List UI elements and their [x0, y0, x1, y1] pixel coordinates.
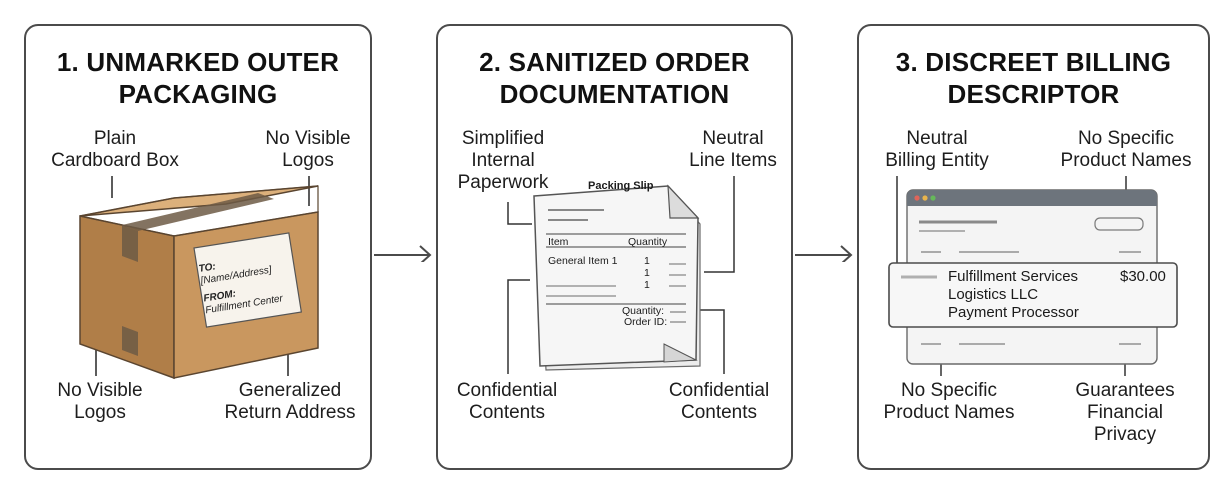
panel-title: 2. SANITIZED ORDER DOCUMENTATION [479, 47, 750, 109]
billing-statement-illustration [888, 176, 1178, 376]
slip-qty-3: 1 [644, 279, 650, 291]
arrow-right-icon [795, 245, 853, 262]
billing-amount: $30.00 [1120, 268, 1166, 285]
slip-title: Packing Slip [588, 180, 654, 192]
packing-slip-illustration [507, 176, 735, 374]
slip-order-id-label: Order ID: [624, 316, 668, 328]
slip-qty-1: 1 [644, 255, 650, 267]
panel-title: 3. DISCREET BILLING DESCRIPTOR [895, 47, 1172, 109]
billing-descriptor: Fulfillment Services Logistics LLC Payme… [948, 268, 1079, 321]
arrow-right-icon [374, 245, 432, 262]
slip-qty-2: 1 [644, 267, 650, 279]
panel-sanitized-documentation: 2. SANITIZED ORDER DOCUMENTATION Simplif… [436, 24, 793, 470]
slip-col-quantity: Quantity [628, 236, 668, 248]
slip-row-item: General Item 1 [548, 255, 618, 267]
slip-quantity-label: Quantity: [622, 305, 665, 317]
panel-title: 1. UNMARKED OUTER PACKAGING [56, 47, 340, 109]
slip-col-item: Item [548, 236, 569, 248]
cardboard-box-illustration [79, 176, 319, 380]
